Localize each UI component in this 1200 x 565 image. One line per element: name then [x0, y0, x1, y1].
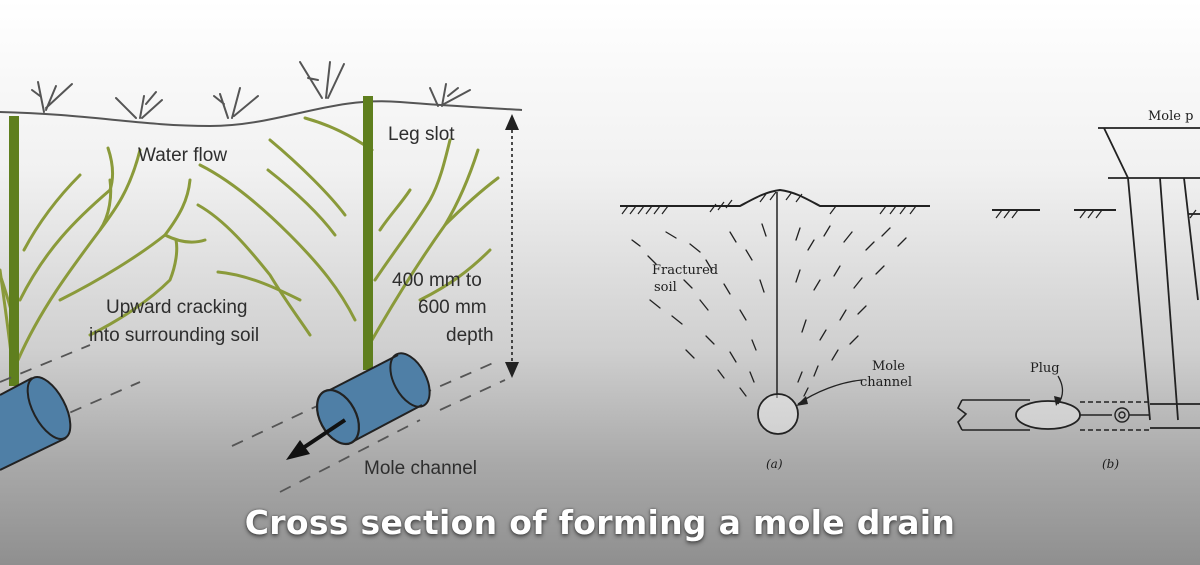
mole-label-line1: Mole	[872, 359, 905, 374]
depth-label-line2: 600 mm	[418, 297, 487, 318]
fig-a-mole-circle	[757, 393, 799, 435]
fig-a-ground	[620, 188, 930, 207]
left-diagram: Water flow Leg slot 400 mm to 600 mm dep…	[0, 61, 523, 493]
mole-plough	[1098, 127, 1200, 429]
plug-shape	[1015, 400, 1081, 430]
plug-leader	[1057, 375, 1064, 405]
direction-arrow-icon	[286, 418, 347, 460]
mole-channel-arrowhead	[796, 396, 808, 406]
grass-tufts	[31, 61, 471, 119]
plug-chain	[1080, 407, 1150, 423]
banner-caption: Cross section of forming a mole drain	[244, 503, 956, 542]
depth-dimension-arrow	[505, 114, 519, 378]
mole-label-line2: channel	[860, 375, 912, 390]
mole-channel-label: Mole channel	[364, 458, 477, 479]
cracking-label-line2: into surrounding soil	[89, 325, 259, 346]
depth-label-line1: 400 mm to	[392, 270, 482, 291]
mole-plough-label: Mole p	[1148, 109, 1193, 124]
fig-b-channel	[956, 399, 1150, 431]
plug-arrowhead	[1054, 396, 1062, 406]
left-mole-pipe	[0, 376, 72, 471]
fig-a-ground-hatching	[621, 191, 917, 215]
left-leg-slot	[9, 116, 19, 386]
soil-cracks	[0, 116, 500, 382]
mole-channel-leader	[797, 379, 863, 405]
fig-b-label: (b)	[1102, 457, 1119, 471]
right-mole-pipe	[315, 352, 431, 446]
leg-slot-label: Leg slot	[388, 124, 455, 145]
cracking-label-line1: Upward cracking	[106, 297, 248, 318]
channel-dashed-lines	[0, 344, 506, 493]
depth-label-line3: depth	[446, 325, 494, 346]
right-diagram: Fractured soil Mole channel (a)	[620, 109, 1200, 471]
water-flow-label: Water flow	[138, 145, 227, 166]
plug-label: Plug	[1030, 361, 1060, 376]
fractured-soil-strokes	[631, 223, 907, 397]
right-leg-slot	[363, 96, 373, 370]
ground-surface	[0, 100, 523, 128]
fractured-label-line1: Fractured	[652, 263, 718, 278]
fig-a-label: (a)	[766, 457, 783, 471]
fractured-label-line2: soil	[654, 280, 677, 295]
fig-b-ground-hatching	[995, 209, 1197, 219]
